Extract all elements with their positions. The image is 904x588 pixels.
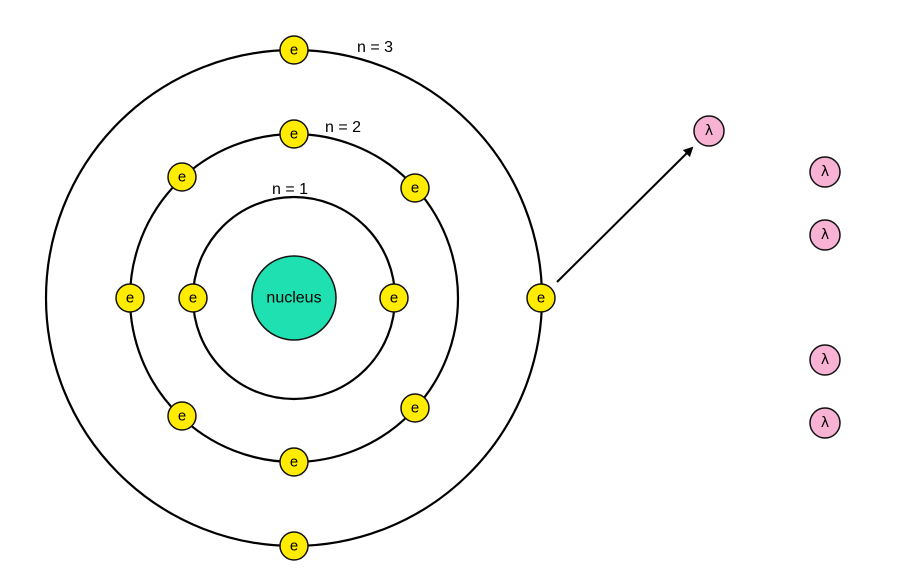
electron: e xyxy=(379,283,409,313)
photon-symbol: λ xyxy=(821,415,829,431)
electron: e xyxy=(279,119,309,149)
electron: e xyxy=(279,447,309,477)
emission-arrow xyxy=(556,146,694,283)
electron-symbol: e xyxy=(189,290,197,307)
electron-symbol: e xyxy=(537,290,545,307)
electron: e xyxy=(167,401,197,431)
electron-symbol: e xyxy=(411,180,419,197)
electron-symbol: e xyxy=(290,126,298,143)
electron-symbol: e xyxy=(290,42,298,59)
photon-symbol: λ xyxy=(821,352,829,368)
electron-symbol: e xyxy=(411,400,419,417)
electron-symbol: e xyxy=(178,408,186,425)
photon: λ xyxy=(809,344,841,376)
electron-symbol: e xyxy=(290,538,298,555)
electron-symbol: e xyxy=(290,454,298,471)
electron-symbol: e xyxy=(178,169,186,186)
photon-symbol: λ xyxy=(705,123,713,139)
electron-symbol: e xyxy=(126,290,134,307)
photon: λ xyxy=(809,219,841,251)
electron: e xyxy=(178,283,208,313)
nucleus: nucleus xyxy=(251,255,337,341)
photon-symbol: λ xyxy=(821,227,829,243)
electron: e xyxy=(279,531,309,561)
electron: e xyxy=(400,393,430,423)
electron: e xyxy=(526,283,556,313)
electron: e xyxy=(279,35,309,65)
nucleus-label: nucleus xyxy=(266,290,321,307)
shell-label-2: n = 2 xyxy=(325,119,361,136)
photon: λ xyxy=(809,407,841,439)
electron: e xyxy=(167,162,197,192)
photon-symbol: λ xyxy=(821,164,829,180)
electron-symbol: e xyxy=(390,290,398,307)
nucleus-circle xyxy=(251,255,337,341)
electron: e xyxy=(400,173,430,203)
photon: λ xyxy=(693,115,725,147)
electron: e xyxy=(115,283,145,313)
shell-label-1: n = 1 xyxy=(272,181,308,198)
photon: λ xyxy=(809,156,841,188)
shell-label-3: n = 3 xyxy=(357,39,393,56)
